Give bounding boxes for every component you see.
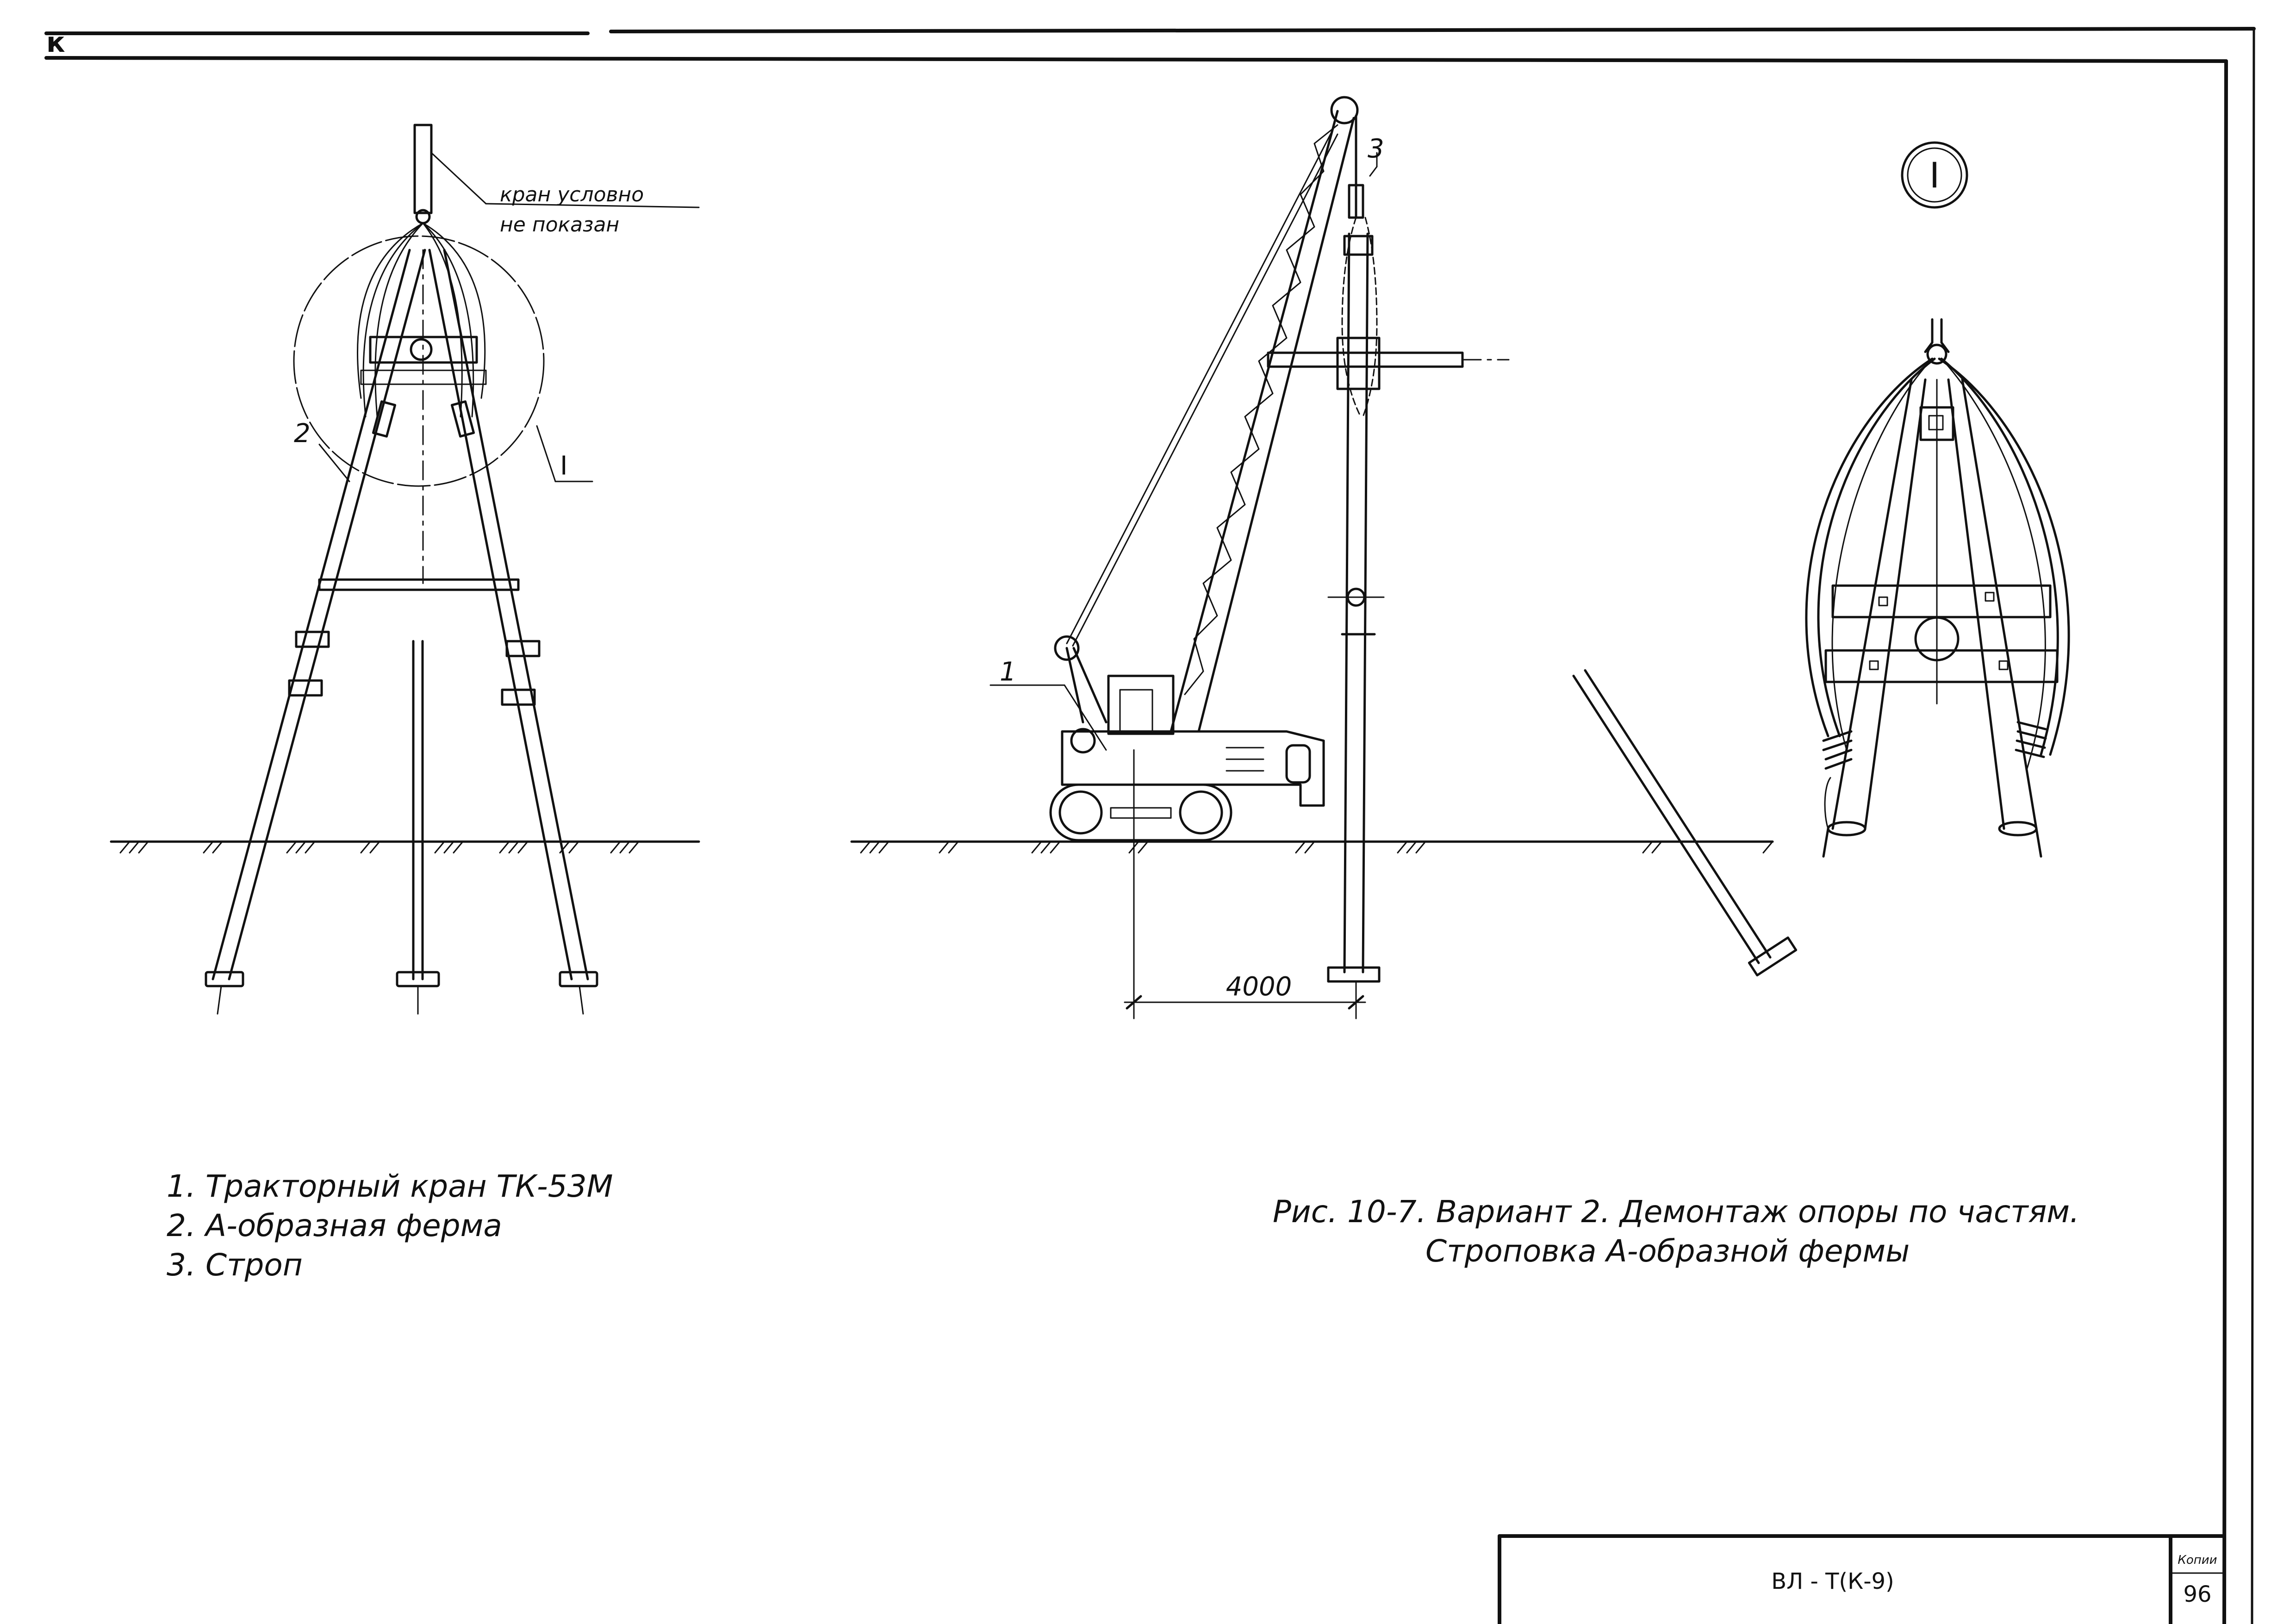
corner-mark: к — [46, 26, 65, 59]
caption-line-2: Строповка А-образной фермы — [1425, 1233, 1910, 1269]
callout-crane-number: 1 — [1000, 657, 1016, 687]
callout-sling-number: 3 — [1368, 134, 1384, 164]
page-number: 96 — [2183, 1581, 2211, 1607]
drawing-code: ВЛ - Т(К-9) — [1771, 1568, 1894, 1594]
legend-item-truss: 2. А-образная ферма — [167, 1208, 502, 1243]
figure-caption: Рис. 10-7. Вариант 2. Демонтаж опоры по … — [1273, 1194, 2079, 1269]
legend-item-sling: 3. Строп — [167, 1247, 303, 1283]
legend: 1. Тракторный кран ТК-53М 2. А-образная … — [167, 1168, 613, 1283]
dimension-label: 4000 — [1226, 972, 1292, 1002]
sheet-frame: к — [44, 26, 2256, 1624]
detail-marker: I — [1929, 155, 1940, 196]
crane-lifting-view: 4000 1 3 — [850, 96, 1798, 1019]
callout-truss-number: 2 — [294, 418, 311, 449]
legend-item-crane: 1. Тракторный кран ТК-53М — [167, 1168, 613, 1204]
a-frame-front-view: кран условно не показан 2 I — [110, 124, 700, 1015]
caption-line-1: Рис. 10-7. Вариант 2. Демонтаж опоры по … — [1273, 1194, 2079, 1230]
callout-crane-not-shown-line1: кран условно — [500, 183, 644, 206]
callout-crane-not-shown-line2: не показан — [500, 213, 619, 237]
callout-detail-roman: I — [560, 451, 568, 481]
corner-label: Копии — [2178, 1553, 2217, 1567]
detail-i-view: I — [1805, 141, 2070, 858]
title-block: ВЛ - Т(К-9) Копии 96 — [1498, 1534, 2226, 1624]
